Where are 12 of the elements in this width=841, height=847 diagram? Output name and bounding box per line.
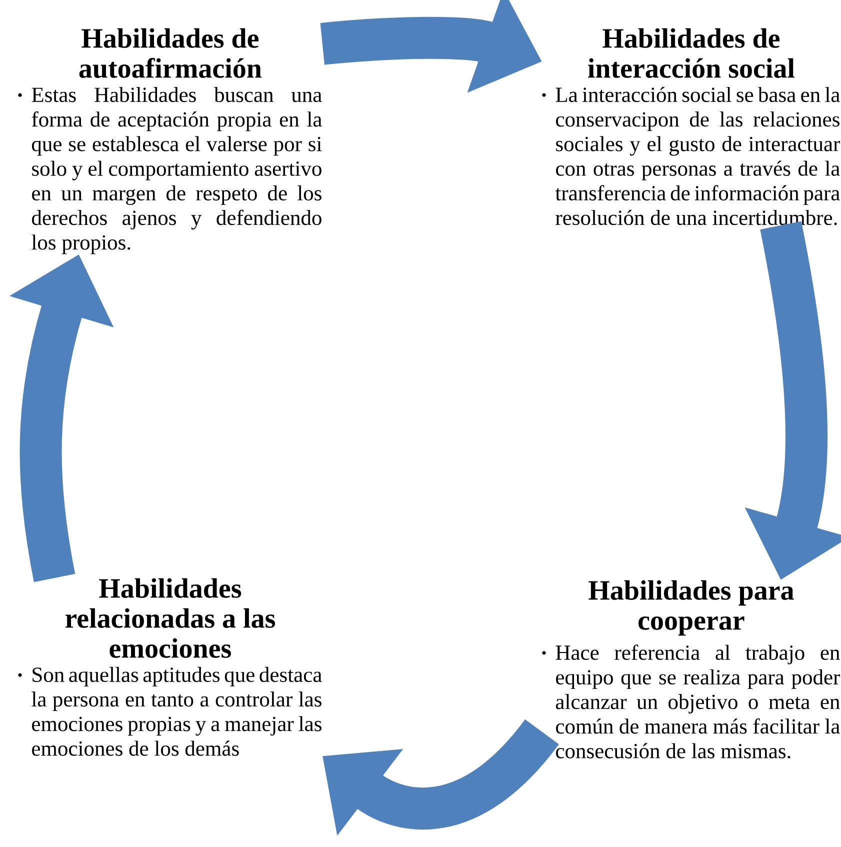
text-block — [542, 28, 840, 226]
text-block — [18, 28, 322, 254]
text-block — [18, 578, 322, 756]
body-text: La interacción social se basa en la conservacipon de las relaciones sociales y el gusto de interactuar con otras personas a través de la transferencia de información para resolución de una incertidumbre. — [555, 86, 840, 226]
heading: Habilidades para cooperar — [588, 580, 794, 636]
body-text: Estas Habilidades buscan una forma de aceptación propia en la que se establesca el valerse por si solo y el comportamiento asertivo en un margen de respeto de los derechos ajenos y defendiendo los propios. — [32, 86, 322, 254]
text-block — [542, 580, 840, 758]
body-text: Hace referencia al trabajo en equipo que se realiza para poder alcanzar un objetivo o meta en común de manera más facilitar la consecusión de las mismas. — [556, 644, 840, 758]
body-text: Son aquellas aptitudes que destaca la persona en tanto a controlar las emociones propias y a manejar las emociones de los demás — [32, 666, 322, 756]
heading: Habilidades de autoafirmación — [79, 28, 262, 78]
heading: Habilidades de interacción social — [588, 28, 794, 78]
heading: Habilidades relacionadas a las emociones — [65, 578, 276, 658]
